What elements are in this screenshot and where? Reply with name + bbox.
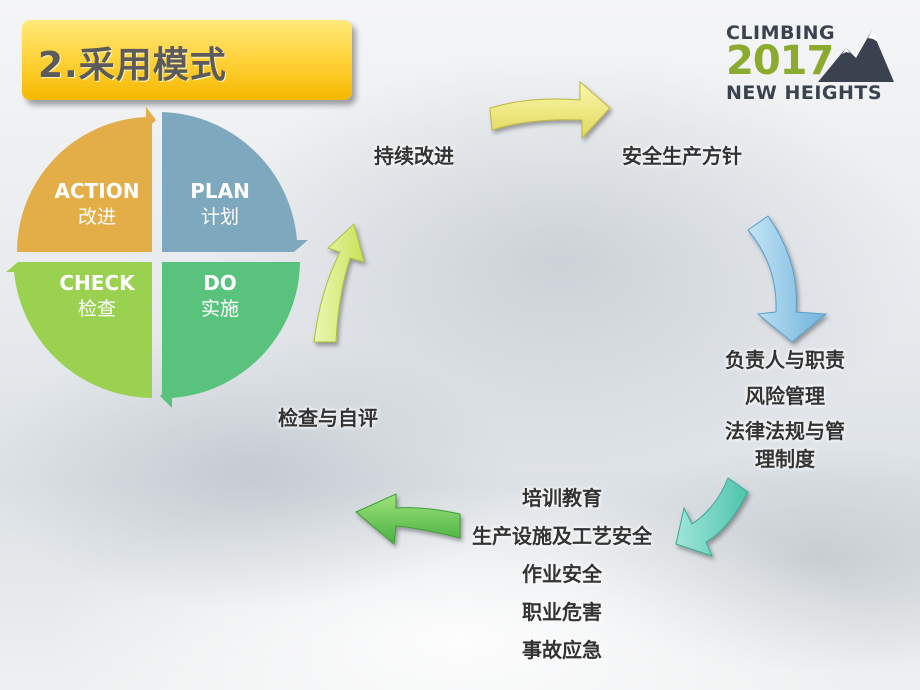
mountain-logo-icon	[818, 30, 894, 82]
pdca-do-quadrant	[160, 262, 300, 408]
label-safety-policy: 安全生产方针	[622, 144, 742, 168]
arrow-to-check	[355, 493, 461, 545]
list-item: 事故应急	[522, 638, 602, 662]
action-zh: 改进	[77, 206, 116, 228]
pdca-action-quadrant	[16, 107, 156, 252]
slide-title: 2.采用模式	[38, 45, 227, 86]
do-zh: 实施	[200, 298, 239, 320]
plan-zh: 计划	[200, 206, 239, 228]
action-en: ACTION	[54, 179, 140, 203]
list-item: 培训教育	[522, 486, 602, 510]
list-item: 作业安全	[522, 562, 602, 586]
check-zh: 检查	[77, 298, 116, 320]
pdca-plan-label: PLAN 计划	[170, 178, 270, 230]
pdca-check-quadrant	[6, 262, 152, 398]
arrow-to-improvement	[313, 223, 365, 343]
do-en: DO	[203, 271, 237, 295]
list-item: 理制度	[755, 447, 815, 471]
list-item: 职业危害	[522, 600, 602, 624]
pdca-do-label: DO 实施	[170, 270, 270, 322]
pdca-action-label: ACTION 改进	[47, 178, 147, 230]
check-en: CHECK	[59, 271, 135, 295]
arrow-to-policy	[489, 80, 611, 140]
title-banner	[22, 20, 352, 100]
logo-line-2: 2017	[726, 38, 834, 84]
arrow-to-responsibility	[747, 215, 828, 343]
list-item: 法律法规与管	[725, 419, 845, 443]
responsibility-list: 负责人与职责 风险管理 法律法规与管 理制度	[700, 342, 870, 470]
pdca-check-label: CHECK 检查	[47, 270, 147, 322]
label-check-self-eval: 检查与自评	[278, 406, 378, 430]
label-continuous-improvement: 持续改进	[374, 144, 454, 168]
list-item: 风险管理	[745, 384, 825, 408]
list-item: 生产设施及工艺安全	[472, 524, 652, 548]
pdca-plan-quadrant	[162, 112, 308, 252]
climbing-logo: CLIMBING 2017 NEW HEIGHTS	[722, 22, 897, 106]
logo-line-1: CLIMBING	[726, 22, 836, 44]
arrow-to-implementation	[675, 477, 749, 557]
plan-en: PLAN	[190, 179, 250, 203]
logo-line-3: NEW HEIGHTS	[726, 82, 883, 104]
implementation-list: 培训教育 生产设施及工艺安全 作业安全 职业危害 事故应急	[442, 479, 682, 669]
list-item: 负责人与职责	[725, 348, 845, 372]
